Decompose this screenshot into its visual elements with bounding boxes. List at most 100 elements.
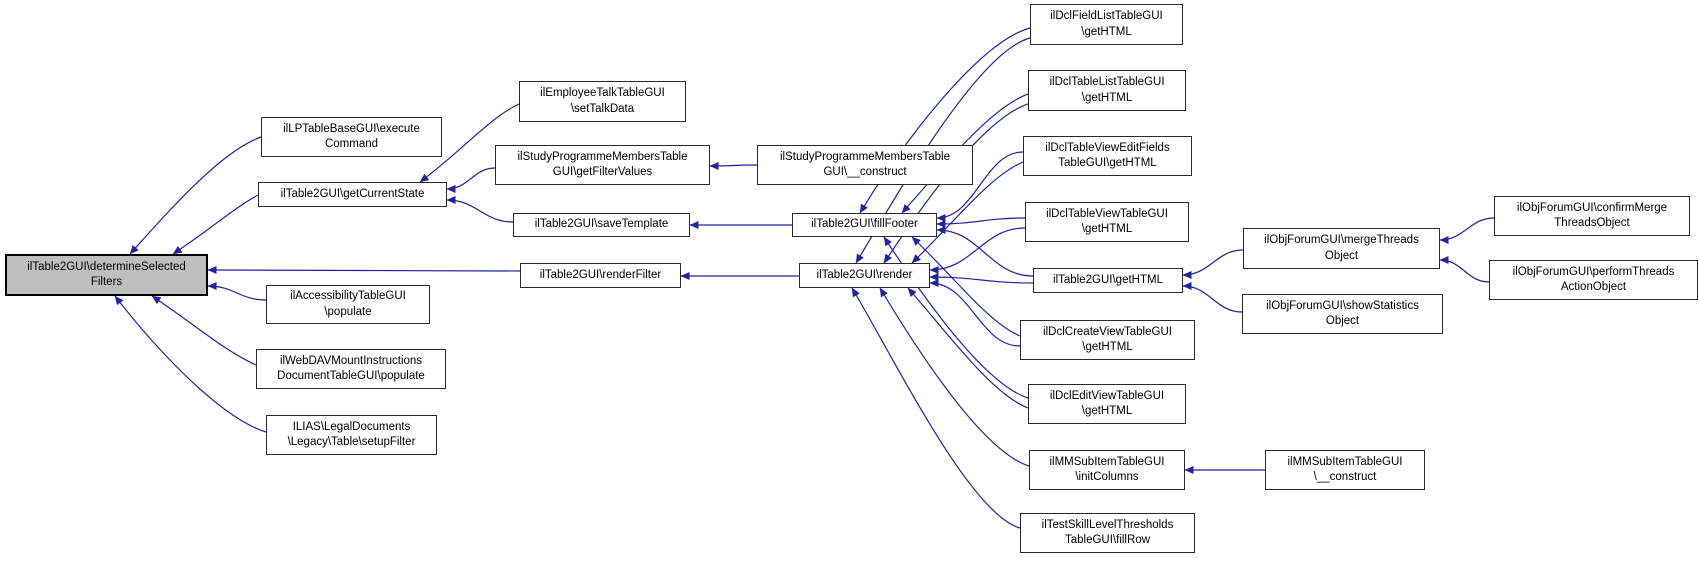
node-label-line: ilObjForumGUI\showStatistics	[1266, 299, 1419, 312]
edge-initColumns-to-render	[879, 287, 1030, 467]
node-accPopulate[interactable]: ilAccessibilityTableGUI \populate	[266, 285, 430, 324]
node-label-line: Filters	[90, 276, 123, 288]
node-getHTML[interactable]: ilTable2GUI\getHTML	[1033, 268, 1183, 293]
edge-setTalkData-to-gcs	[419, 103, 520, 183]
edge-dclTableList-to-fillFooter	[901, 93, 1029, 214]
node-label-line: ilDclTableViewEditFields	[1045, 141, 1170, 154]
edge-confirmMerge-to-mergeThreads	[1439, 217, 1495, 244]
node-label-line: ilDclTableListTableGUI	[1049, 76, 1165, 88]
edge-accPopulate-to-dsf	[207, 282, 267, 301]
edge-dclEditView-to-fillFooter	[883, 236, 1029, 399]
node-label-line: ilEmployeeTalkTableGUI	[540, 87, 665, 99]
node-label-line: ilTestSkillLevelThresholds	[1041, 518, 1174, 531]
node-initColumns[interactable]: ilMMSubItemTableGUI \initColumns	[1029, 450, 1185, 490]
node-label-line: ilStudyProgrammeMembersTable	[517, 150, 688, 163]
node-dclTableList[interactable]: ilDclTableListTableGUI \getHTML	[1028, 70, 1186, 111]
node-label-line: GUI\__construct	[823, 166, 907, 178]
node-label-line: \__construct	[1313, 471, 1377, 483]
node-dclFieldList[interactable]: ilDclFieldListTableGUI \getHTML	[1030, 4, 1183, 45]
node-label-line: ilStudyProgrammeMembersTable	[779, 150, 950, 163]
node-label-line: Object	[1325, 315, 1360, 327]
node-label-line: ilObjForumGUI\confirmMerge	[1516, 201, 1668, 214]
node-label-line: \populate	[324, 305, 372, 318]
node-label-line: ilTable2GUI\determineSelected	[27, 260, 186, 273]
node-label-line: TableGUI\getHTML	[1058, 157, 1157, 169]
edge-showStatistics-to-getHTML	[1182, 282, 1243, 313]
edge-dclEditView-to-render	[907, 287, 1029, 409]
node-label-line: ilWebDAVMountInstructions	[279, 354, 423, 367]
edge-mergeThreads-to-getHTML	[1182, 249, 1244, 279]
edge-getFilterValues-to-gcs	[446, 167, 496, 193]
node-render[interactable]: ilTable2GUI\render	[799, 263, 930, 288]
node-label-line: TableGUI\fillRow	[1065, 534, 1150, 546]
node-label-line: ilTable2GUI\saveTemplate	[534, 218, 669, 231]
node-label-line: ilTable2GUI\fillFooter	[811, 218, 918, 231]
node-dclTableViewTable[interactable]: ilDclTableViewTableGUI \getHTML	[1025, 202, 1189, 242]
node-label-line: ilMMSubItemTableGUI	[1287, 455, 1403, 468]
node-dclCreateView[interactable]: ilDclCreateViewTableGUI \getHTML	[1020, 320, 1195, 360]
node-label-line: \getHTML	[1081, 91, 1133, 104]
node-label-line: ilObjForumGUI\performThreads	[1512, 265, 1675, 278]
edge-dclCreateView-to-render	[929, 279, 1021, 347]
edge-saveTemplate-to-gcs	[446, 196, 514, 223]
node-label-line: \getHTML	[1081, 223, 1133, 235]
node-mmConstruct[interactable]: ilMMSubItemTableGUI \__construct	[1265, 450, 1425, 490]
node-label-line: ilTable2GUI\render	[816, 268, 913, 281]
node-dclEditView[interactable]: ilDclEditViewTableGUI \getHTML	[1028, 384, 1186, 424]
node-fillFooter[interactable]: ilTable2GUI\fillFooter	[792, 213, 937, 237]
edge-dclTableViewTable-to-render	[929, 227, 1026, 274]
node-label-line: \initColumns	[1075, 471, 1139, 483]
edge-dclTableViewEditFields-to-render	[911, 161, 1024, 264]
node-label-line: \getHTML	[1081, 405, 1133, 417]
node-label-line: \setTalkData	[570, 102, 635, 115]
edge-spmConstruct-to-getFilterValues	[709, 161, 758, 170]
node-saveTemplate[interactable]: ilTable2GUI\saveTemplate	[513, 213, 690, 237]
node-label-line: ilDclEditViewTableGUI	[1049, 389, 1165, 402]
edge-legalSetupFilter-to-dsf	[114, 295, 267, 433]
node-setTalkData[interactable]: ilEmployeeTalkTableGUI \setTalkData	[519, 81, 686, 122]
edge-webdavPopulate-to-dsf	[151, 295, 257, 366]
node-label-line: \Legacy\Table\setupFilter	[287, 436, 416, 448]
node-label-line: ilDclTableViewTableGUI	[1046, 207, 1168, 220]
edge-dclTableViewTable-to-fillFooter	[936, 217, 1026, 228]
node-label-line: ActionObject	[1560, 281, 1627, 293]
node-label-line: ilDclFieldListTableGUI	[1050, 10, 1163, 22]
node-label-line: ilAccessibilityTableGUI	[290, 290, 406, 302]
node-legalSetupFilter[interactable]: ILIAS\LegalDocuments\Legacy\Table\setupF…	[266, 415, 437, 455]
edge-executeCommand-to-dsf	[129, 136, 262, 255]
node-label-line: ilTable2GUI\renderFilter	[539, 268, 662, 281]
node-label-line: Command	[324, 138, 379, 150]
node-label-line: ilTable2GUI\getCurrentState	[280, 187, 425, 200]
node-label-line: ilMMSubItemTableGUI	[1049, 455, 1165, 468]
node-label-line: GUI\getFilterValues	[552, 166, 653, 178]
node-label-line: \getHTML	[1081, 25, 1132, 38]
node-label-line: ilLPTableBaseGUI\execute	[283, 122, 420, 135]
edge-gcs-to-dsf	[172, 194, 259, 255]
edge-getHTML-to-render	[929, 273, 1034, 284]
edge-getHTML-to-fillFooter	[936, 226, 1034, 277]
node-gcs[interactable]: ilTable2GUI\getCurrentState	[258, 182, 447, 207]
node-label-line: ilDclCreateViewTableGUI	[1043, 325, 1172, 338]
edge-fillRow-to-render	[851, 287, 1021, 529]
node-renderFilter[interactable]: ilTable2GUI\renderFilter	[520, 263, 681, 288]
node-label-line: ilObjForumGUI\mergeThreads	[1264, 234, 1419, 246]
edge-dclTableViewEditFields-to-fillFooter	[936, 151, 1024, 222]
edge-renderFilter-to-dsf	[207, 266, 521, 275]
node-label-line: DocumentTableGUI\populate	[277, 370, 425, 382]
node-label-line: ilTable2GUI\getHTML	[1053, 273, 1163, 286]
node-label-line: \getHTML	[1082, 341, 1133, 353]
node-label-line: Object	[1324, 249, 1359, 262]
